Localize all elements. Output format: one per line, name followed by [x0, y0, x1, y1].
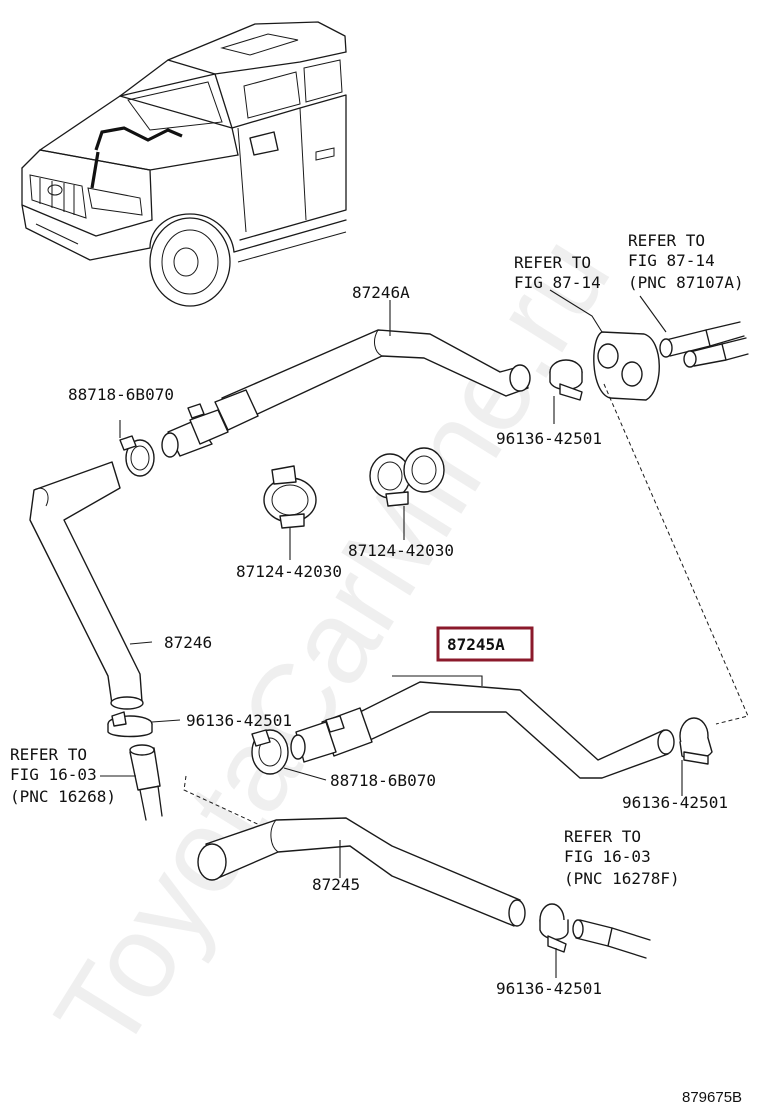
label-87245a[interactable]: 87245A [447, 635, 505, 654]
ref-left-line3[interactable]: (PNC 16268) [10, 787, 116, 806]
ref-left-line1[interactable]: REFER TO [10, 745, 87, 764]
label-96136-42501-bottom[interactable]: 96136-42501 [496, 979, 602, 998]
ref-bottom-right-line3[interactable]: (PNC 16278F) [564, 869, 680, 888]
clamp-96136-bottom [539, 903, 569, 953]
guide-line-left [183, 775, 294, 851]
ref-bottom-right-line1[interactable]: REFER TO [564, 827, 641, 846]
label-87245[interactable]: 87245 [312, 875, 360, 894]
gasket-plate [593, 331, 660, 401]
ref-top-right-line3[interactable]: (PNC 87107A) [628, 273, 744, 292]
ref-top-mid-line2[interactable]: FIG 87-14 [514, 273, 601, 292]
labels: 87246A 88718-6B070 96136-42501 87124-420… [10, 231, 744, 1106]
pipe-16278f [572, 919, 651, 959]
vehicle-illustration [21, 21, 347, 307]
pipe-16268 [129, 744, 163, 821]
label-87246[interactable]: 87246 [164, 633, 212, 652]
hose-87246a [214, 329, 531, 431]
label-96136-42501-topright[interactable]: 96136-42501 [496, 429, 602, 448]
label-88718-6b070-bottom[interactable]: 88718-6B070 [330, 771, 436, 790]
ref-bottom-right-line2[interactable]: FIG 16-03 [564, 847, 651, 866]
ref-top-right-line2[interactable]: FIG 87-14 [628, 251, 715, 270]
label-88718-6b070-top[interactable]: 88718-6B070 [68, 385, 174, 404]
leader-lines [100, 289, 683, 978]
pipes-87107a [659, 321, 749, 368]
hose-fitting-middle [290, 721, 337, 763]
guide-line-right [603, 383, 749, 725]
hose-87246 [29, 461, 144, 710]
clamp-88718-lower [251, 715, 345, 775]
clamp-96136-midleft [107, 711, 153, 738]
label-87124-42030-left[interactable]: 87124-42030 [236, 562, 342, 581]
ref-top-right-line1[interactable]: REFER TO [628, 231, 705, 250]
clamp-96136-midright [679, 717, 713, 765]
figure-code: 879675B [682, 1089, 742, 1106]
ref-left-line2[interactable]: FIG 16-03 [10, 765, 97, 784]
clip-87124-right [369, 447, 445, 507]
label-96136-42501-midleft[interactable]: 96136-42501 [186, 711, 292, 730]
clip-87124-left [263, 465, 317, 529]
hose-87245a [321, 681, 675, 779]
hose-87245 [197, 817, 526, 927]
ref-top-mid-line1[interactable]: REFER TO [514, 253, 591, 272]
label-87246a[interactable]: 87246A [352, 283, 410, 302]
clamp-96136-topright [549, 359, 583, 401]
label-87124-42030-right[interactable]: 87124-42030 [348, 541, 454, 560]
hose-fitting-upper [161, 409, 229, 458]
clamp-88718-upper [119, 403, 205, 477]
highlight-box-87245a [436, 626, 534, 662]
label-96136-42501-midright[interactable]: 96136-42501 [622, 793, 728, 812]
